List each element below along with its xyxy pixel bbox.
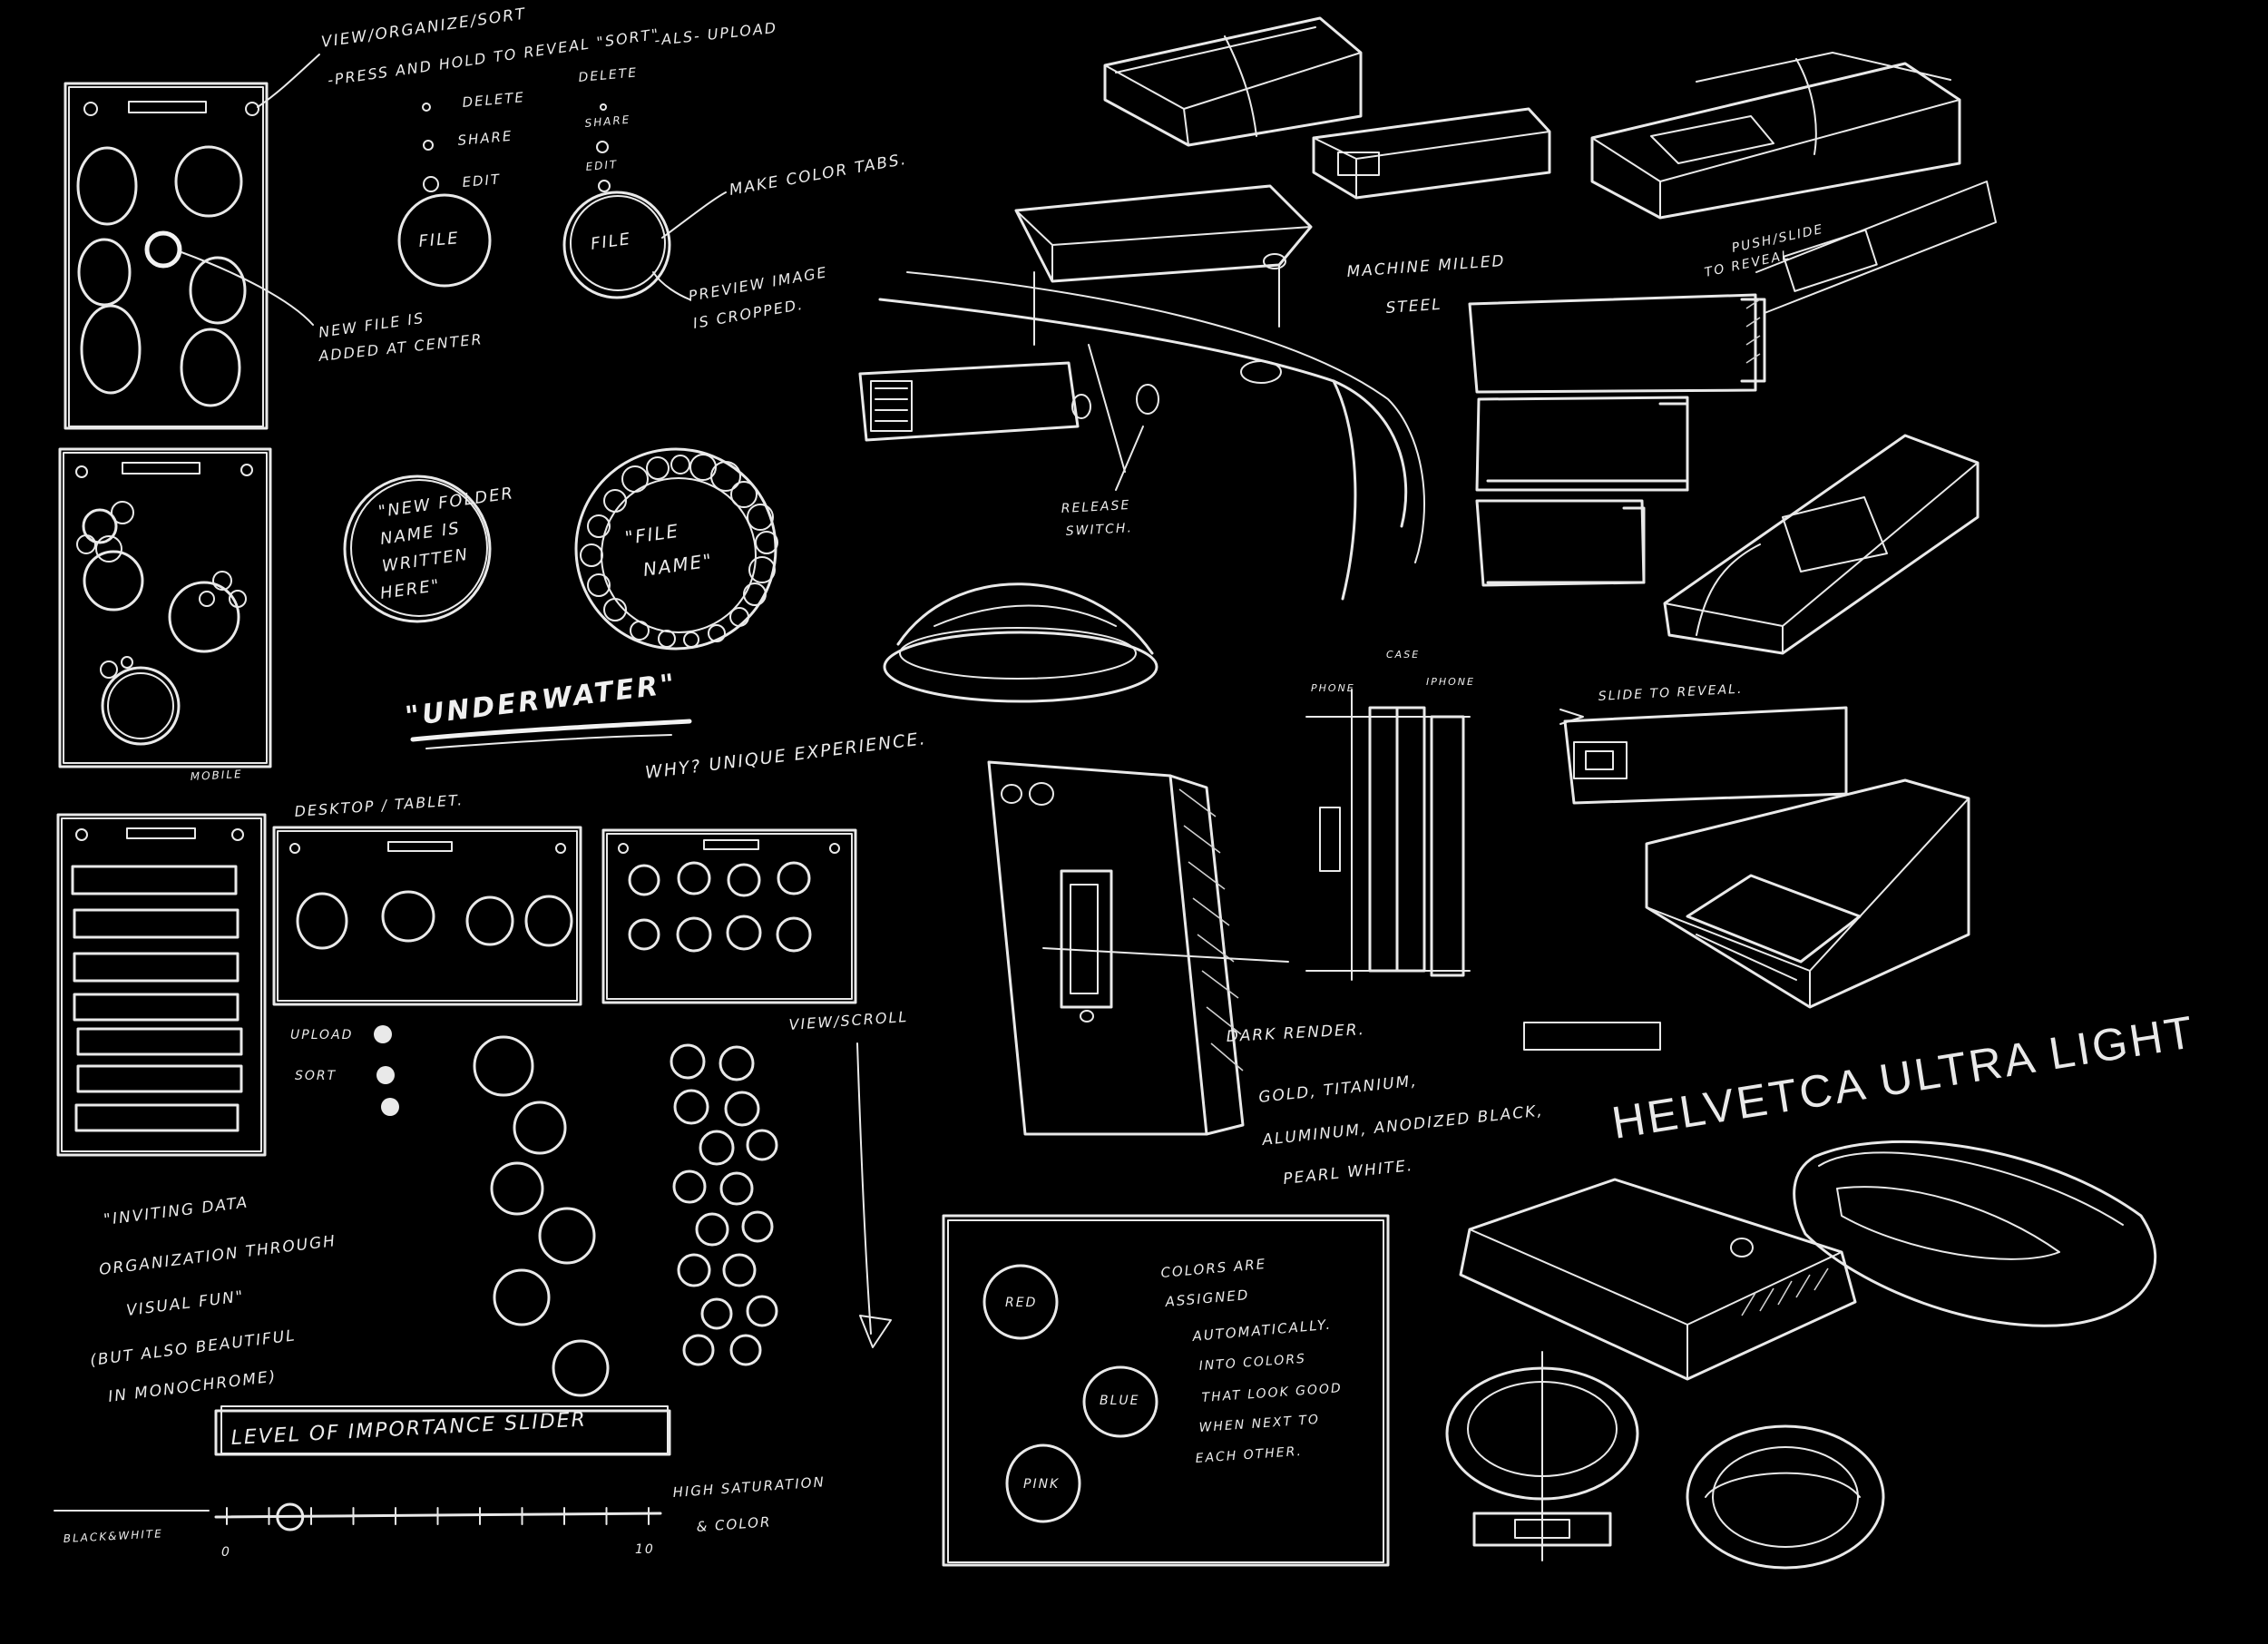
mobile-wireframe-3 [56, 813, 267, 1157]
new-folder-circle [343, 475, 492, 623]
scroll-arrow [856, 1042, 872, 1335]
usb-sketch-right-middle [1663, 434, 1980, 655]
note-view-organize: VIEW/ORGANIZE/SORT [320, 5, 528, 52]
file-circle-1 [397, 193, 492, 288]
note-colors-2: ASSIGNED [1164, 1287, 1250, 1310]
note-phone: PHONE [1311, 682, 1355, 694]
note-materials-1: GOLD, TITANIUM, [1257, 1072, 1418, 1107]
note-colors-7: EACH OTHER. [1195, 1444, 1303, 1466]
note-high-saturation-1: HIGH SATURATION [672, 1473, 826, 1501]
note-new-folder-4: HERE" [379, 576, 442, 603]
note-sort: SORT [295, 1069, 337, 1083]
mobile-wireframe-1 [64, 54, 320, 430]
color-pink-label: PINK [1023, 1477, 1060, 1492]
color-blue-label: BLUE [1100, 1394, 1140, 1408]
ring-sketch-left [1445, 1351, 1639, 1561]
usb-release-switch [858, 361, 1144, 491]
mobile-wireframe-2 [58, 447, 272, 768]
file-label-1: FILE [418, 229, 461, 251]
note-helvetica: HELVETCA ULTRA LIGHT [1608, 1006, 2199, 1149]
note-colors-6: WHEN NEXT TO [1198, 1413, 1320, 1435]
dome-sketch [883, 582, 1158, 703]
note-release-2: SWITCH. [1065, 521, 1133, 539]
note-inviting-5: IN MONOCHROME) [107, 1367, 278, 1406]
usb-sketch-top [1103, 16, 1551, 200]
usb-sketch-top-right [1590, 52, 1961, 220]
importance-slider[interactable] [54, 1405, 671, 1531]
note-mobile: MOBILE [190, 768, 242, 783]
note-high-saturation-2: & COLOR [696, 1513, 772, 1535]
note-edit-1: EDIT [462, 171, 502, 191]
upload-sort-buttons [374, 1025, 399, 1116]
color-assignment-screen [942, 1214, 1390, 1567]
cross-section-sketches [1468, 181, 1997, 587]
slider-min-label: 0 [221, 1545, 231, 1560]
note-share-1: SHARE [457, 128, 513, 149]
milled-steel-device [878, 184, 1425, 601]
note-new-folder-3: WRITTEN [381, 545, 470, 576]
note-release-1: RELEASE [1061, 498, 1130, 516]
note-inviting-4: (BUT ALSO BEAUTIFUL [89, 1326, 298, 1370]
note-als-upload: -ALS- UPLOAD [653, 19, 778, 49]
note-upload: UPLOAD [290, 1028, 353, 1042]
note-view-scroll: VIEW/SCROLL [788, 1008, 909, 1033]
note-new-file-1: NEW FILE IS [318, 309, 425, 341]
ring-sketch-right [1686, 1424, 1885, 1570]
note-delete-2: DELETE [578, 65, 639, 85]
note-machine-milled-1: MACHINE MILLED [1346, 252, 1506, 281]
band-sketch [1793, 1140, 2157, 1327]
note-make-color-tabs: MAKE COLOR TABS. [728, 151, 908, 200]
note-machine-milled-2: STEEL [1385, 296, 1442, 318]
note-delete-1: DELETE [462, 89, 526, 111]
file-name-bubble-ring [574, 447, 778, 651]
note-iphone: IPHONE [1426, 676, 1475, 688]
note-inviting-1: "INVITING DATA [103, 1194, 249, 1229]
note-colors-1: COLORS ARE [1160, 1256, 1267, 1281]
note-dark-render: DARK RENDER. [1226, 1021, 1365, 1046]
slider-max-label: 10 [635, 1542, 655, 1557]
usb-sketch-bottom [1459, 1178, 1857, 1381]
note-edit-2: EDIT [585, 158, 619, 173]
usb-slide-to-reveal [1523, 706, 1970, 1051]
iphone-case-sketch [987, 760, 1289, 1136]
note-share-2: SHARE [584, 113, 631, 130]
note-inviting-2: ORGANIZATION THROUGH [98, 1232, 337, 1279]
note-new-folder-2: NAME IS [379, 519, 462, 549]
note-slide-to-reveal: SLIDE TO REVEAL. [1598, 682, 1743, 704]
note-file-name-2: NAME" [641, 549, 714, 581]
file-circle-2 [562, 191, 671, 299]
note-new-folder-1: "NEW FOLDER [377, 484, 515, 522]
slider-left-label: BLACK&WHITE [63, 1527, 163, 1545]
option-bullets [422, 103, 611, 192]
note-file-name-1: "FILE [623, 520, 680, 549]
color-red-label: RED [1005, 1296, 1037, 1310]
note-desktop-tablet: DESKTOP / TABLET. [294, 791, 464, 820]
slider-knob[interactable] [276, 1502, 305, 1531]
scroll-bubbles-left [473, 1035, 610, 1397]
phone-case-exploded [1305, 689, 1471, 981]
note-colors-4: INTO COLORS [1198, 1352, 1306, 1374]
underwater-underline [410, 719, 692, 742]
note-why: WHY? UNIQUE EXPERIENCE. [644, 729, 928, 783]
slider-title: LEVEL OF IMPORTANCE SLIDER [230, 1408, 587, 1450]
desktop-wireframe-2 [601, 828, 857, 1004]
note-case: CASE [1386, 649, 1420, 661]
desktop-wireframe-1 [272, 826, 582, 1006]
note-materials-3: PEARL WHITE. [1282, 1157, 1414, 1189]
file-label-2: FILE [590, 230, 633, 254]
note-materials-2: ALUMINUM, ANODIZED BLACK, [1260, 1101, 1544, 1150]
note-inviting-3: VISUAL FUN" [125, 1287, 246, 1320]
scroll-bubbles-right [670, 1043, 778, 1366]
note-colors-3: AUTOMATICALLY. [1191, 1316, 1333, 1345]
note-colors-5: THAT LOOK GOOD [1201, 1381, 1343, 1405]
note-preview-image-1: PREVIEW IMAGE [687, 263, 828, 305]
